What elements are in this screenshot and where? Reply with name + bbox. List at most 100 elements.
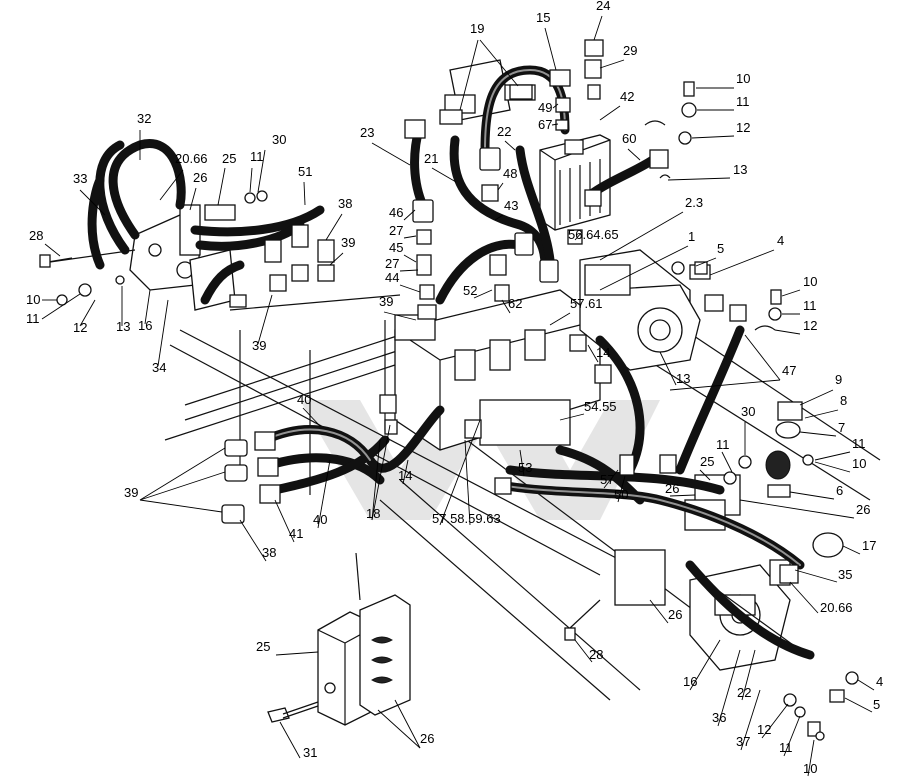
callout-label: 62 bbox=[508, 296, 522, 311]
callout-label: 34 bbox=[152, 360, 166, 375]
callout-label: 26 bbox=[668, 607, 682, 622]
callout-label: 23 bbox=[360, 125, 374, 140]
callout-label: 11 bbox=[736, 94, 750, 109]
callout-label: 14 bbox=[596, 345, 610, 360]
callout-label: 41 bbox=[289, 526, 303, 541]
callout-label: 4 bbox=[777, 233, 784, 248]
callout-label: 11 bbox=[779, 740, 793, 755]
callout-label: 20.66 bbox=[820, 600, 853, 615]
callout-label: 42 bbox=[620, 89, 634, 104]
callout-label: 40 bbox=[313, 512, 327, 527]
callout-label: 16 bbox=[683, 674, 697, 689]
pump-motor bbox=[579, 249, 701, 371]
callout-label: 30 bbox=[272, 132, 286, 147]
callout-label: 4 bbox=[876, 674, 883, 689]
right-parts-stack bbox=[614, 401, 803, 606]
callout-label: 35 bbox=[838, 567, 852, 582]
callout-label: 20.66 bbox=[175, 151, 208, 166]
callout-label: 10 bbox=[736, 71, 750, 86]
callout-label: 38 bbox=[262, 545, 276, 560]
callout-label: 12 bbox=[73, 320, 87, 335]
callout-label: 32 bbox=[137, 111, 151, 126]
callout-label: 18 bbox=[366, 506, 380, 521]
callout-label: 53 bbox=[518, 460, 532, 475]
callout-label: 57.61 bbox=[570, 296, 603, 311]
leader-lines bbox=[41, 15, 875, 777]
callout-label: 25 bbox=[700, 454, 714, 469]
valve-block bbox=[394, 289, 601, 451]
callout-label: 22 bbox=[737, 685, 751, 700]
callout-label: 26 bbox=[193, 170, 207, 185]
callout-label: 10 bbox=[852, 456, 866, 471]
left-cylinder bbox=[49, 204, 236, 311]
callout-label: 51 bbox=[298, 164, 312, 179]
callout-label: 5 bbox=[873, 697, 880, 712]
callout-label: 11 bbox=[716, 437, 730, 452]
callout-label: 19 bbox=[470, 21, 484, 36]
callout-label: 43 bbox=[504, 198, 518, 213]
callout-label: 26 bbox=[856, 502, 870, 517]
callout-label: 24 bbox=[596, 0, 610, 13]
callout-label: 29 bbox=[623, 43, 637, 58]
callout-label: 10 bbox=[26, 292, 40, 307]
callout-label: 52 bbox=[463, 283, 477, 298]
callout-label: 54.55 bbox=[584, 399, 617, 414]
callout-label: 5 bbox=[717, 241, 724, 256]
callout-label: 37 bbox=[736, 734, 750, 749]
callout-label: 12 bbox=[757, 722, 771, 737]
callout-label: 25 bbox=[222, 151, 236, 166]
callout-label: 38 bbox=[338, 196, 352, 211]
clamp-detail bbox=[267, 552, 411, 726]
callout-label: 1 bbox=[688, 229, 695, 244]
callout-label: 11 bbox=[852, 436, 866, 451]
callout-label: 47 bbox=[782, 363, 796, 378]
callout-label: 49 bbox=[538, 100, 552, 115]
callout-label: 48 bbox=[503, 166, 517, 181]
callout-label: 57.58.59.63 bbox=[432, 511, 501, 526]
callout-label: 14 bbox=[398, 468, 412, 483]
callout-label: 67 bbox=[538, 117, 552, 132]
callout-label: 46 bbox=[389, 205, 403, 220]
callout-label: 13 bbox=[733, 162, 747, 177]
callout-label: 9 bbox=[835, 372, 842, 387]
callout-label: 60 bbox=[622, 131, 636, 146]
callout-label: 16 bbox=[138, 318, 152, 333]
callout-label: 6 bbox=[836, 483, 843, 498]
callout-label: 10 bbox=[803, 761, 817, 776]
callout-label: 13 bbox=[116, 319, 130, 334]
callout-label: 39 bbox=[379, 294, 393, 309]
callout-label: 36 bbox=[712, 710, 726, 725]
callout-label: 39 bbox=[341, 235, 355, 250]
callout-label: 27 bbox=[389, 223, 403, 238]
callout-label: 56.64.65 bbox=[568, 227, 619, 242]
callout-label: 27 bbox=[385, 256, 399, 271]
callout-label: 12 bbox=[803, 318, 817, 333]
callout-label: 57 bbox=[600, 472, 614, 487]
callout-label: 31 bbox=[303, 745, 317, 760]
callout-label: 10 bbox=[803, 274, 817, 289]
callout-label: 17 bbox=[862, 538, 876, 553]
callout-label: 39 bbox=[252, 338, 266, 353]
callout-label: 44 bbox=[385, 270, 399, 285]
callout-label: 50 bbox=[614, 487, 628, 502]
callout-label: 25 bbox=[256, 639, 270, 654]
callout-label: 8 bbox=[840, 393, 847, 408]
fittings bbox=[221, 39, 799, 584]
callout-label: 22 bbox=[497, 124, 511, 139]
callout-label: 11 bbox=[250, 149, 264, 164]
callout-label: 11 bbox=[26, 311, 40, 326]
callout-label: 15 bbox=[536, 10, 550, 25]
callout-label: 11 bbox=[803, 298, 817, 313]
callout-label: 28 bbox=[29, 228, 43, 243]
oil-tank bbox=[539, 134, 611, 231]
callout-label: 33 bbox=[73, 171, 87, 186]
callout-label: 28 bbox=[589, 647, 603, 662]
callout-label: 30 bbox=[741, 404, 755, 419]
callout-label: 26 bbox=[665, 481, 679, 496]
callout-label: 21 bbox=[424, 151, 438, 166]
callout-label: 7 bbox=[838, 420, 845, 435]
callout-label: 13 bbox=[676, 371, 690, 386]
